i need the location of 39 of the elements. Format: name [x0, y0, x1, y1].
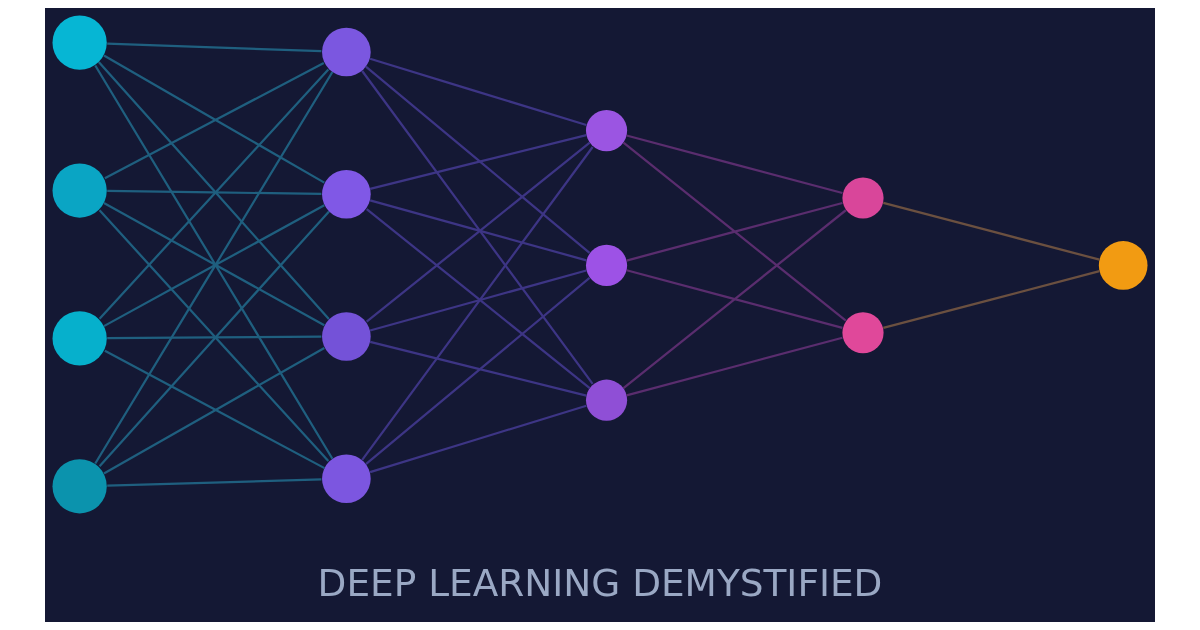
connector: [369, 199, 587, 262]
node-circle: [585, 244, 628, 286]
connector: [883, 201, 1100, 261]
node-circle: [585, 379, 628, 421]
connector: [107, 478, 322, 487]
connector: [107, 335, 322, 340]
connector: [107, 189, 322, 196]
connector: [369, 404, 587, 474]
node-circle: [585, 110, 628, 152]
connector: [369, 57, 587, 127]
connector: [626, 336, 843, 397]
node-circle: [322, 169, 371, 219]
connector: [622, 209, 847, 389]
connector: [626, 269, 843, 329]
connector: [361, 70, 594, 385]
node-circle: [322, 454, 371, 504]
node-circle: [322, 312, 371, 361]
connector: [365, 141, 591, 323]
node-circle: [52, 311, 107, 366]
connector: [365, 65, 591, 254]
node-circle: [52, 459, 107, 514]
connector: [622, 141, 847, 322]
node-circle: [842, 312, 884, 354]
node-circle: [52, 15, 107, 70]
connector: [107, 42, 322, 53]
connector: [365, 277, 591, 465]
diagram-title: DEEP LEARNING DEMYSTIFIED: [317, 560, 883, 605]
node-circle: [322, 27, 371, 77]
connector: [369, 340, 587, 397]
connector: [365, 208, 591, 389]
node-circle: [52, 163, 107, 218]
connector: [369, 269, 587, 332]
connector: [626, 201, 843, 262]
connector: [361, 146, 594, 461]
connector: [626, 134, 843, 195]
node-circle: [1098, 241, 1148, 290]
connector: [369, 134, 587, 190]
node-circle: [842, 177, 884, 219]
connector: [883, 270, 1100, 329]
